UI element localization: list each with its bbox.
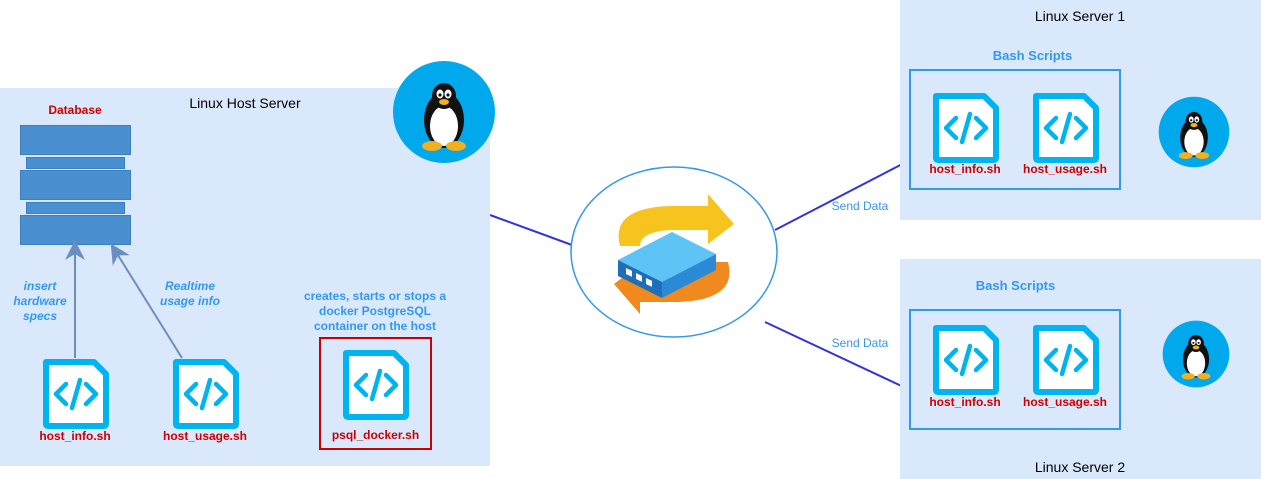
linux-penguin-icon	[392, 60, 496, 164]
send-data-label-server1: Send Data	[831, 199, 889, 213]
host-server-title: Linux Host Server	[189, 95, 301, 111]
server2-script-host-usage: host_usage.sh	[1022, 395, 1108, 409]
code-file-icon	[930, 92, 1002, 164]
linux-penguin-icon	[1162, 320, 1230, 388]
psql-docker-box	[319, 337, 432, 450]
code-file-icon	[1030, 92, 1102, 164]
code-file-icon	[170, 358, 242, 430]
send-data-label-server2: Send Data	[831, 336, 889, 350]
database-label: Database	[48, 103, 102, 117]
arrow-label-hardware-specs: insert hardware specs	[13, 279, 67, 323]
server1-script-host-info: host_info.sh	[929, 162, 1001, 176]
script-host-info: host_info.sh	[39, 429, 111, 443]
server1-scripts-box	[909, 69, 1121, 190]
db-arrows	[65, 240, 183, 359]
arrow-label-realtime-usage: Realtime usage info	[160, 279, 221, 308]
docker-note: creates, starts or stops a docker Postgr…	[303, 289, 447, 333]
link-hub-server1	[774, 159, 911, 231]
code-file-icon	[340, 349, 412, 421]
server1-group-label: Bash Scripts	[992, 48, 1073, 63]
link-host-hub	[489, 214, 573, 246]
linux-penguin-icon	[1158, 96, 1230, 168]
network-switch-icon	[570, 166, 778, 338]
server2-script-host-info: host_info.sh	[929, 395, 1001, 409]
code-file-icon	[40, 358, 112, 430]
server1-title: Linux Server 1	[1034, 8, 1126, 24]
server2-title: Linux Server 2	[1034, 459, 1126, 475]
script-psql-docker: psql_docker.sh	[331, 428, 420, 442]
server2-group-label: Bash Scripts	[975, 278, 1056, 293]
script-host-usage: host_usage.sh	[162, 429, 248, 443]
server1-script-host-usage: host_usage.sh	[1022, 162, 1108, 176]
server2-scripts-box	[909, 309, 1121, 430]
link-hub-server2	[764, 321, 911, 391]
code-file-icon	[930, 324, 1002, 396]
code-file-icon	[1030, 324, 1102, 396]
